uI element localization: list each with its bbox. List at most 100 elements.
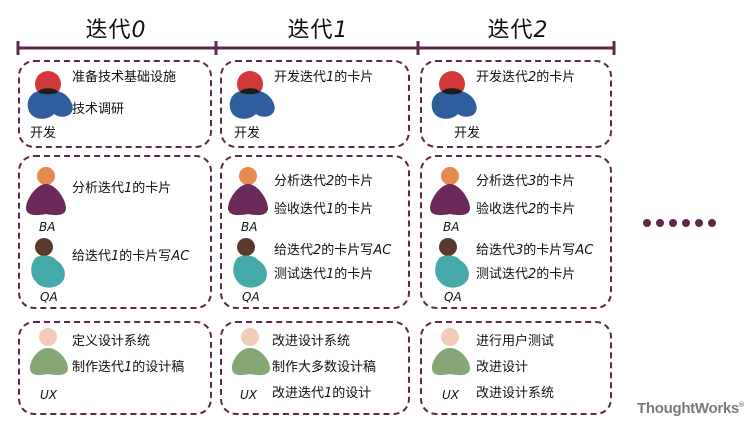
ba-task-1: 分析迭代2的卡片 xyxy=(274,174,373,190)
dev-box-iteration-2 xyxy=(420,60,612,148)
ba-figure-icon xyxy=(228,167,268,216)
text-part: 开发迭代 xyxy=(274,70,327,85)
text-number: 1 xyxy=(324,386,333,401)
ux-task-1: 改进设计系统 xyxy=(272,334,351,349)
text-part: 的卡片写 xyxy=(523,243,576,258)
text-part: 的卡片 xyxy=(334,174,374,189)
dev-role-label: 开发 xyxy=(30,126,57,141)
thoughtworks-logo: ThoughtWorks® xyxy=(637,400,744,417)
ba-task-1: 分析迭代1的卡片 xyxy=(72,181,171,197)
iteration-number: 2 xyxy=(533,18,549,43)
ux-task-1: 定义设计系统 xyxy=(72,334,151,349)
ba-figure-icon xyxy=(430,167,470,216)
text-number: 2 xyxy=(528,267,537,282)
qa-task-1: 给迭代1的卡片写AC xyxy=(72,249,189,265)
text-part: 验收迭代 xyxy=(274,202,327,217)
qa-task-1: 给迭代2的卡片写AC xyxy=(274,243,391,259)
ba-task-2: 验收迭代2的卡片 xyxy=(476,202,575,218)
text-part: 制作迭代 xyxy=(72,360,125,375)
dev-box-iteration-0 xyxy=(18,60,212,148)
ux-figure-icon xyxy=(432,328,470,376)
dev-task-2: 技术调研 xyxy=(72,102,125,117)
text-part: 的卡片 xyxy=(536,267,576,282)
ux-role-label: UX xyxy=(240,388,258,402)
ux-task-2: 改进设计 xyxy=(476,360,529,375)
text-number: 1 xyxy=(326,70,335,85)
text-part: 分析迭代 xyxy=(274,174,327,189)
timeline-bar xyxy=(16,41,616,55)
text-part: 给迭代 xyxy=(476,243,516,258)
text-number: 1 xyxy=(326,202,335,217)
text-part: 的设计 xyxy=(332,386,372,401)
qa-figure-icon xyxy=(435,238,469,288)
developer-figure-icon xyxy=(431,71,477,119)
text-part: 的卡片 xyxy=(536,70,576,85)
text-number: 2 xyxy=(326,174,335,189)
text-number: AC xyxy=(373,243,392,258)
ba-qa-box-iteration-0 xyxy=(18,155,212,309)
text-part: 给迭代 xyxy=(274,243,314,258)
iteration-label: 迭代 xyxy=(287,18,334,43)
qa-figure-icon xyxy=(233,238,267,288)
iteration-label: 迭代 xyxy=(85,18,132,43)
text-number: AC xyxy=(171,249,190,264)
text-part: 的设计稿 xyxy=(132,360,185,375)
text-part: 分析迭代 xyxy=(476,174,529,189)
ux-task-3: 改进设计系统 xyxy=(476,386,555,401)
ux-figure-icon xyxy=(232,328,270,376)
qa-role-label: QA xyxy=(444,290,462,304)
text-number: 3 xyxy=(515,243,524,258)
text-part: 的卡片 xyxy=(536,202,576,217)
text-number: 1 xyxy=(124,181,133,196)
text-part: 开发迭代 xyxy=(476,70,529,85)
text-part: 测试迭代 xyxy=(476,267,529,282)
dev-task-1: 开发迭代1的卡片 xyxy=(274,70,373,86)
ba-role-label: BA xyxy=(443,220,460,234)
text-part: 改进迭代 xyxy=(272,386,325,401)
ba-task-1: 分析迭代3的卡片 xyxy=(476,174,575,190)
ux-box-iteration-0 xyxy=(18,321,212,415)
continuation-dots-icon xyxy=(643,219,716,227)
ba-role-label: BA xyxy=(39,220,56,234)
dev-task-1: 开发迭代2的卡片 xyxy=(476,70,575,86)
ba-qa-box-iteration-1 xyxy=(220,155,410,309)
text-part: 的卡片 xyxy=(132,181,172,196)
ba-role-label: BA xyxy=(241,220,258,234)
ux-task-1: 进行用户测试 xyxy=(476,334,555,349)
ux-box-iteration-1 xyxy=(220,321,410,415)
text-part: 分析迭代 xyxy=(72,181,125,196)
developer-figure-icon xyxy=(229,71,275,119)
text-number: AC xyxy=(575,243,594,258)
text-number: 3 xyxy=(528,174,537,189)
developer-figure-icon xyxy=(27,71,73,119)
ux-task-2: 制作迭代1的设计稿 xyxy=(72,360,184,376)
iteration-0-title: 迭代0 xyxy=(46,12,186,44)
text-part: 验收迭代 xyxy=(476,202,529,217)
qa-figure-icon xyxy=(31,238,65,288)
qa-role-label: QA xyxy=(242,290,260,304)
text-part: 的卡片 xyxy=(536,174,576,189)
text-part: 的卡片写 xyxy=(321,243,374,258)
qa-role-label: QA xyxy=(40,290,58,304)
text-number: 1 xyxy=(124,360,133,375)
qa-task-2: 测试迭代2的卡片 xyxy=(476,267,575,283)
text-part: 的卡片 xyxy=(334,70,374,85)
iteration-2-title: 迭代2 xyxy=(448,12,588,44)
text-part: 给迭代 xyxy=(72,249,112,264)
dev-role-label: 开发 xyxy=(234,126,261,141)
text-part: 的卡片 xyxy=(334,202,374,217)
ux-box-iteration-2 xyxy=(420,321,612,415)
text-number: 2 xyxy=(528,70,537,85)
logo-mark: ® xyxy=(738,402,744,409)
ux-figure-icon xyxy=(30,328,68,376)
iteration-number: 0 xyxy=(131,18,147,43)
ux-task-2: 制作大多数设计稿 xyxy=(272,360,377,375)
qa-task-2: 测试迭代1的卡片 xyxy=(274,267,373,283)
iteration-label: 迭代 xyxy=(487,18,534,43)
ux-role-label: UX xyxy=(40,388,58,402)
iteration-1-title: 迭代1 xyxy=(248,12,388,44)
iteration-number: 1 xyxy=(333,18,349,43)
dev-task-1: 准备技术基础设施 xyxy=(72,70,177,85)
ux-task-3: 改进迭代1的设计 xyxy=(272,386,371,402)
text-number: 1 xyxy=(326,267,335,282)
